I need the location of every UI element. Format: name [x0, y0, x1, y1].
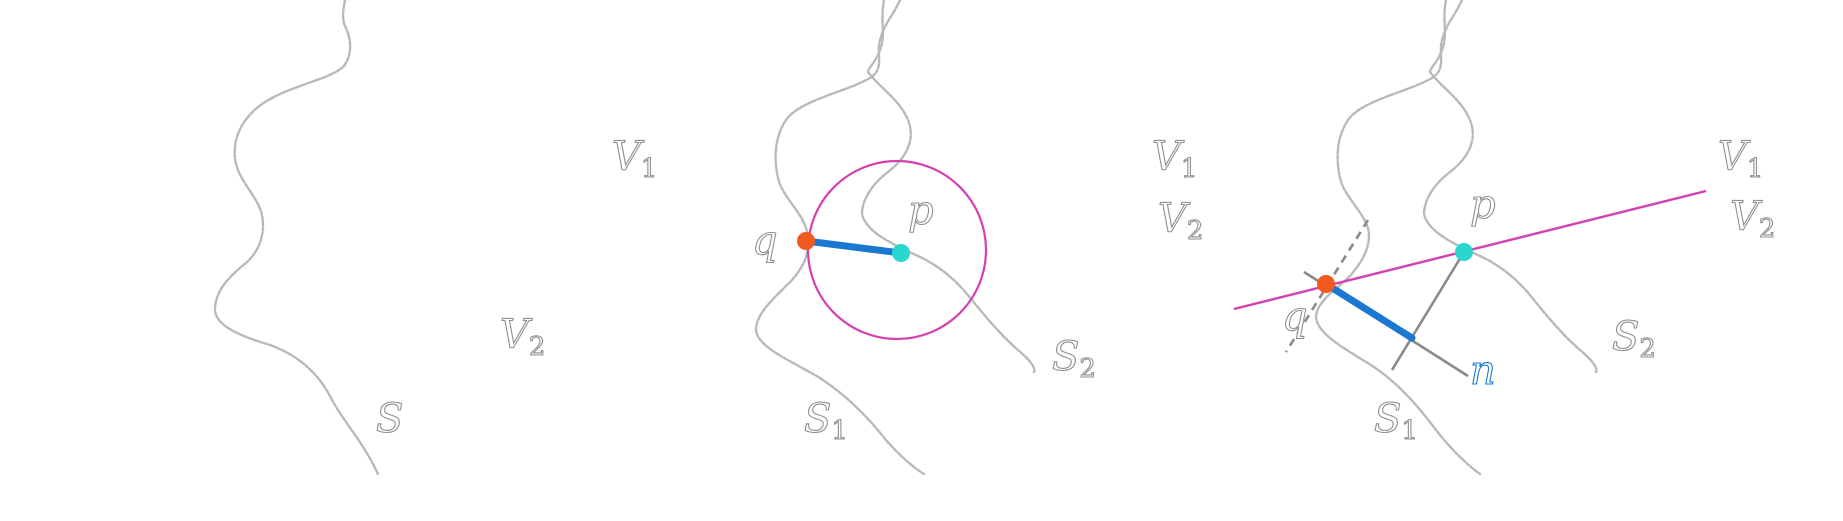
- point-label-q: q: [1282, 294, 1308, 340]
- distance-segment: [1322, 280, 1416, 342]
- region-label-v1: V1: [612, 134, 657, 184]
- point-label-p: p: [1470, 182, 1496, 228]
- neighborhood-circle: [806, 159, 988, 341]
- surface-label-s2: S2: [1052, 334, 1096, 384]
- surface-s1: [754, 0, 926, 476]
- point-label-p: p: [908, 188, 934, 234]
- point-label-n: n: [1470, 348, 1496, 394]
- region-label-v1: V1: [1152, 134, 1197, 184]
- distance-segment: [802, 237, 905, 257]
- surface-s2: [1422, 0, 1598, 374]
- point-q: [797, 232, 815, 250]
- point-p: [892, 244, 910, 262]
- surface-label-s1: S1: [1374, 396, 1418, 446]
- panel-2: q p V1 V2 S1 S2: [751, 0, 1204, 476]
- region-label-v1: V1: [1718, 134, 1763, 184]
- panel-3: q p n V1 V2 S1 S2: [1233, 0, 1776, 476]
- region-label-v2: V2: [1158, 196, 1203, 246]
- surface-s1: [1314, 0, 1482, 476]
- surface-label-s1: S1: [804, 396, 848, 446]
- surface-label-s: S: [376, 396, 403, 442]
- point-q: [1317, 275, 1335, 293]
- point-p: [1455, 243, 1473, 261]
- point-label-q: q: [752, 218, 778, 264]
- region-label-v2: V2: [1730, 194, 1775, 244]
- surface-label-s2: S2: [1612, 314, 1656, 364]
- region-label-v2: V2: [500, 312, 545, 362]
- surface-s2: [860, 0, 1036, 374]
- surface-s: [213, 0, 380, 476]
- normal-line: [1390, 251, 1466, 371]
- panel-1: V1 V2 S: [213, 0, 658, 476]
